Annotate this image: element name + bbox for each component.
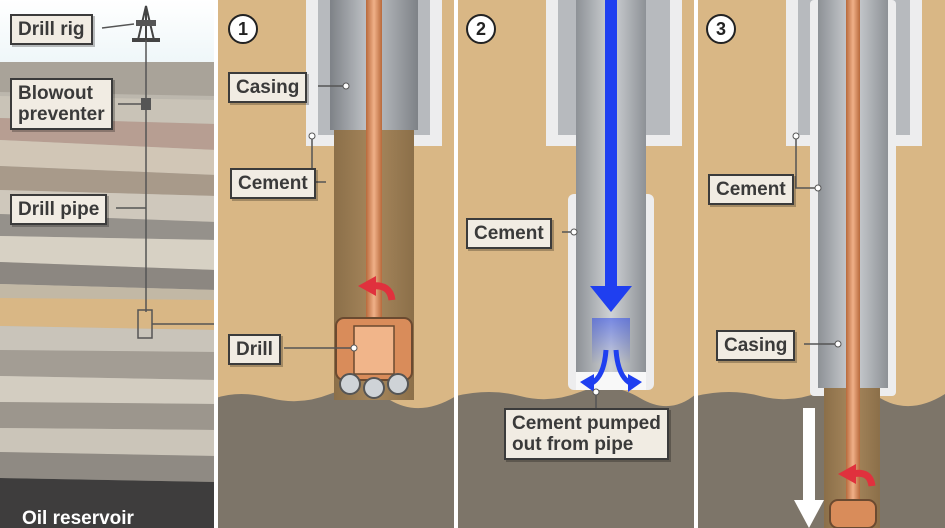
cement-flow-arrow-icon — [580, 0, 642, 392]
step-number-3: 3 — [706, 14, 736, 44]
panel-1-label-casing: Casing — [228, 72, 308, 103]
drill-bit-icon — [335, 317, 413, 399]
panel-3-artwork — [696, 0, 945, 528]
label-drill-pipe: Drill pipe — [10, 194, 108, 225]
rotation-arrow-icon — [358, 276, 396, 301]
panel-divider — [694, 0, 698, 528]
label-oil-reservoir: Oil reservoir — [22, 508, 134, 528]
panel-3-label-casing: Casing — [716, 330, 796, 361]
label-blowout-preventer: Blowout preventer — [10, 78, 113, 130]
down-arrow-icon — [794, 408, 824, 528]
panel-1-label-drill: Drill — [228, 334, 281, 365]
panel-2-label-cement-pumped: Cement pumped out from pipe — [504, 408, 669, 460]
panel-3-label-cement: Cement — [708, 174, 794, 205]
panel-divider — [454, 0, 458, 528]
step-number-1: 1 — [228, 14, 258, 44]
blowout-preventer-icon — [141, 98, 151, 110]
rotation-arrow-icon — [838, 464, 876, 487]
drill-bit-icon — [829, 499, 877, 528]
step-number-2: 2 — [466, 14, 496, 44]
panel-2-label-cement: Cement — [466, 218, 552, 249]
label-drill-rig: Drill rig — [10, 14, 93, 45]
panel-divider — [214, 0, 218, 528]
panel-1-label-cement: Cement — [230, 168, 316, 199]
